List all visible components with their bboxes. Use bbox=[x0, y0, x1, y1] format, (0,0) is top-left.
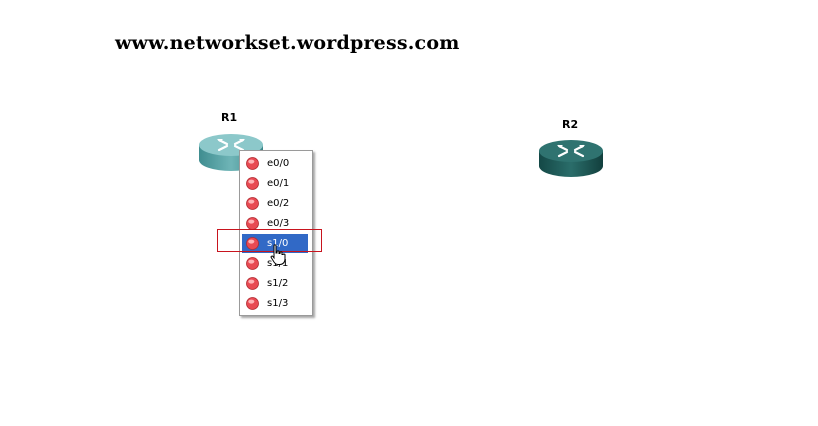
router-icon bbox=[539, 140, 603, 177]
menu-item-e0-1[interactable]: e0/1 bbox=[242, 174, 308, 193]
menu-item-label: s1/2 bbox=[267, 278, 289, 289]
router-r2[interactable] bbox=[537, 136, 605, 182]
interface-context-menu[interactable]: e0/0 e0/1 e0/2 e0/3 s1/0 s1/1 s1/2 s1/3 bbox=[239, 150, 313, 316]
red-status-led-icon bbox=[246, 277, 259, 290]
red-status-led-icon bbox=[246, 197, 259, 210]
menu-item-s1-0[interactable]: s1/0 bbox=[242, 234, 308, 253]
router-r1-label: R1 bbox=[221, 111, 238, 124]
menu-item-s1-3[interactable]: s1/3 bbox=[242, 294, 308, 313]
highlight-annotation-box bbox=[217, 229, 322, 252]
router-r2-label: R2 bbox=[562, 118, 579, 131]
menu-item-label: e0/0 bbox=[267, 158, 290, 169]
red-status-led-icon bbox=[246, 157, 259, 170]
menu-item-label: e0/1 bbox=[267, 178, 290, 189]
menu-item-label: s1/3 bbox=[267, 298, 289, 309]
red-status-led-icon bbox=[246, 237, 259, 250]
menu-item-e0-2[interactable]: e0/2 bbox=[242, 194, 308, 213]
red-status-led-icon bbox=[246, 297, 259, 310]
watermark-text: www.networkset.wordpress.com bbox=[115, 32, 460, 54]
menu-item-label: e0/2 bbox=[267, 198, 290, 209]
menu-item-e0-0[interactable]: e0/0 bbox=[242, 154, 308, 173]
red-status-led-icon bbox=[246, 177, 259, 190]
menu-item-label: s1/0 bbox=[267, 238, 289, 249]
menu-item-s1-2[interactable]: s1/2 bbox=[242, 274, 308, 293]
menu-item-label: e0/3 bbox=[267, 218, 290, 229]
hand-pointer-cursor-icon bbox=[270, 244, 286, 265]
red-status-led-icon bbox=[246, 257, 259, 270]
